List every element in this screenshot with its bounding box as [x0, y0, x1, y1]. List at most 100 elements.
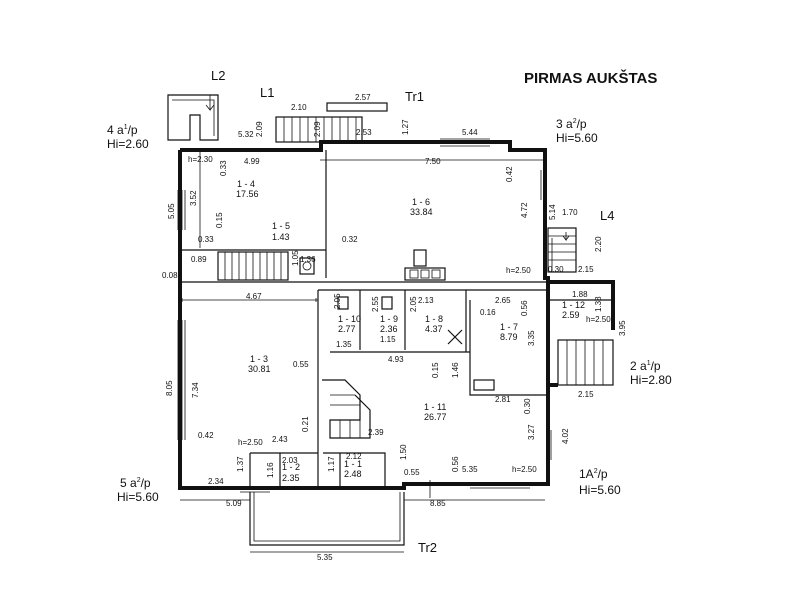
svg-text:1.70: 1.70	[562, 208, 578, 217]
dimension-lines	[180, 95, 570, 553]
svg-text:h=2.50: h=2.50	[512, 465, 537, 474]
svg-text:1.05: 1.05	[291, 250, 300, 266]
windows	[177, 138, 552, 493]
balcony-1a: 1A2/pHi=5.60	[579, 467, 621, 497]
svg-text:0.08: 0.08	[162, 271, 178, 280]
room-1-1: 1 - 12.48	[344, 459, 362, 479]
svg-text:h=2.50: h=2.50	[586, 315, 611, 324]
svg-text:1 - 7: 1 - 7	[500, 322, 518, 332]
svg-text:0.32: 0.32	[342, 235, 358, 244]
svg-text:0.33: 0.33	[219, 160, 228, 176]
svg-text:2.36: 2.36	[380, 324, 398, 334]
svg-text:1 - 12: 1 - 12	[562, 300, 585, 310]
room-1-2: 1 - 22.35	[282, 462, 300, 483]
svg-text:1.27: 1.27	[401, 119, 410, 135]
svg-text:4.37: 4.37	[425, 324, 443, 334]
balcony-2: 2 a1/pHi=2.80	[630, 359, 672, 387]
svg-text:5 a2/p: 5 a2/p	[120, 476, 151, 490]
stairs-interior	[217, 251, 289, 281]
svg-text:0.42: 0.42	[198, 431, 214, 440]
fixtures	[299, 249, 495, 391]
room-1-10: 1 - 102.77	[338, 314, 361, 334]
svg-text:2.09: 2.09	[255, 121, 264, 137]
svg-text:1 - 3: 1 - 3	[250, 354, 268, 364]
room-1-7: 1 - 78.79	[500, 322, 518, 342]
balcony-4: 4 a1/pHi=2.60	[107, 123, 149, 151]
svg-text:1 - 6: 1 - 6	[412, 197, 430, 207]
svg-text:0.15: 0.15	[431, 362, 440, 378]
svg-text:2.65: 2.65	[495, 296, 511, 305]
balcony-3: 3 a2/pHi=5.60	[556, 117, 598, 145]
svg-text:2.12: 2.12	[346, 452, 362, 461]
svg-text:2.13: 2.13	[418, 296, 434, 305]
svg-text:4.02: 4.02	[561, 428, 570, 444]
svg-text:Hi=2.60: Hi=2.60	[107, 137, 149, 151]
svg-text:1.88: 1.88	[572, 290, 588, 299]
svg-text:1A2/p: 1A2/p	[579, 467, 608, 481]
marker-tr2: Tr2	[418, 540, 437, 555]
room-labels: 1 - 417.56 1 - 51.43 1 - 633.84 1 - 330.…	[236, 179, 585, 483]
svg-text:1 - 9: 1 - 9	[380, 314, 398, 324]
svg-text:2.59: 2.59	[562, 310, 580, 320]
svg-text:1.38: 1.38	[594, 296, 603, 312]
svg-text:3.95: 3.95	[618, 320, 627, 336]
svg-text:8.85: 8.85	[430, 499, 446, 508]
room-1-6: 1 - 633.84	[410, 197, 433, 217]
svg-text:3.27: 3.27	[527, 424, 536, 440]
svg-text:5.09: 5.09	[226, 499, 242, 508]
room-1-8: 1 - 84.37	[425, 314, 443, 334]
svg-text:5.35: 5.35	[462, 465, 478, 474]
svg-text:1.17: 1.17	[327, 456, 336, 472]
svg-text:2.77: 2.77	[338, 324, 356, 334]
markers: L2 L1 Tr1 L4 Tr2	[211, 68, 614, 555]
svg-text:33.84: 33.84	[410, 207, 433, 217]
svg-text:2.39: 2.39	[368, 428, 384, 437]
svg-text:1 - 5: 1 - 5	[272, 221, 290, 231]
svg-text:0.55: 0.55	[293, 360, 309, 369]
svg-text:3.35: 3.35	[527, 330, 536, 346]
svg-text:1 - 4: 1 - 4	[237, 179, 255, 189]
svg-text:0.42: 0.42	[505, 166, 514, 182]
svg-text:0.21: 0.21	[301, 416, 310, 432]
stairs-top	[275, 102, 388, 143]
svg-text:0.55: 0.55	[404, 468, 420, 477]
inner-walls	[180, 150, 613, 488]
dimension-labels: 2.10 2.57 5.32 2.09 2.09 2.53 1.27 5.44 …	[162, 93, 627, 562]
room-1-12: 1 - 122.59	[562, 300, 585, 320]
svg-text:2.15: 2.15	[578, 390, 594, 399]
svg-text:2.34: 2.34	[208, 477, 224, 486]
svg-text:8.05: 8.05	[165, 380, 174, 396]
stairs-spiral	[322, 379, 371, 439]
svg-text:0.33: 0.33	[198, 235, 214, 244]
svg-text:1 - 10: 1 - 10	[338, 314, 361, 324]
svg-text:1.43: 1.43	[272, 232, 290, 242]
balcony-labels: 4 a1/pHi=2.60 3 a2/pHi=5.60 2 a1/pHi=2.8…	[107, 117, 672, 504]
svg-text:2.35: 2.35	[282, 473, 300, 483]
marker-l2: L2	[211, 68, 225, 83]
svg-text:0.30: 0.30	[548, 265, 564, 274]
room-1-4: 1 - 417.56	[236, 179, 259, 199]
svg-text:2.05: 2.05	[409, 296, 418, 312]
svg-text:0.30: 0.30	[523, 398, 532, 414]
outer-walls	[178, 140, 615, 490]
marker-tr1: Tr1	[405, 89, 424, 104]
svg-text:2.05: 2.05	[333, 293, 342, 309]
svg-text:30.81: 30.81	[248, 364, 271, 374]
svg-text:1 - 1: 1 - 1	[344, 459, 362, 469]
svg-text:7.34: 7.34	[191, 382, 200, 398]
svg-text:1.46: 1.46	[451, 362, 460, 378]
stairs-right	[547, 227, 614, 386]
svg-text:1.15: 1.15	[380, 335, 396, 344]
plan-title: PIRMAS AUKŠTAS	[524, 69, 657, 87]
svg-text:2.55: 2.55	[371, 296, 380, 312]
svg-text:Hi=5.60: Hi=5.60	[579, 483, 621, 497]
svg-text:8.79: 8.79	[500, 332, 518, 342]
svg-text:h=2.50: h=2.50	[506, 266, 531, 275]
svg-text:2 a1/p: 2 a1/p	[630, 359, 661, 373]
svg-text:2.20: 2.20	[594, 236, 603, 252]
balcony-5: 5 a2/pHi=5.60	[117, 476, 159, 504]
svg-text:3.52: 3.52	[189, 190, 198, 206]
svg-text:1 - 11: 1 - 11	[424, 402, 446, 412]
room-1-9: 1 - 92.36	[380, 314, 398, 334]
